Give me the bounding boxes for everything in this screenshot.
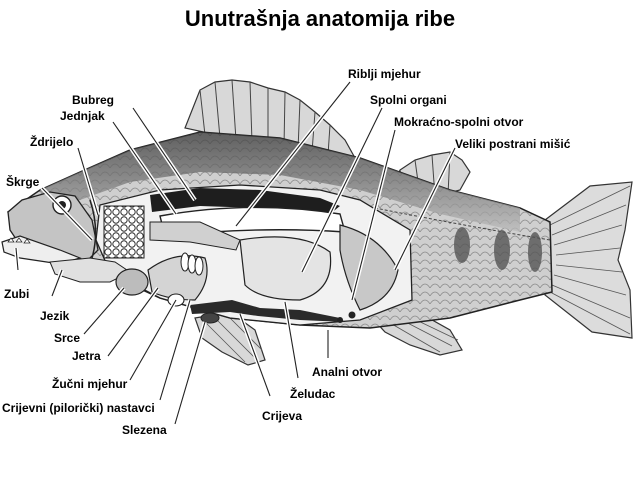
- label-srce: Srce: [54, 331, 80, 345]
- kidney: [150, 188, 340, 214]
- leader-lines: [14, 80, 457, 425]
- label-analni-otvor: Analni otvor: [312, 365, 382, 379]
- stomach: [239, 236, 332, 301]
- teeth: [7, 237, 31, 244]
- body-cavity: [49, 184, 413, 326]
- label-jezik: Jezik: [40, 309, 70, 323]
- label-slezena: Slezena: [122, 423, 167, 437]
- spleen: [200, 312, 220, 324]
- urogenital-pore: [348, 311, 356, 319]
- label-zdrijelo: Ždrijelo: [30, 134, 73, 149]
- label-zubi: Zubi: [4, 287, 29, 301]
- anal-opening: [337, 317, 343, 323]
- label-veliki-postrani-misic: Veliki postrani mišić: [455, 137, 571, 151]
- intestine: [190, 300, 345, 322]
- label-crijevni-nastavci: Crijevni (pilorički) nastavci: [2, 401, 155, 415]
- tail-fin: [544, 181, 633, 339]
- diagram-title: Unutrašnja anatomija ribe: [184, 6, 456, 31]
- esophagus: [149, 221, 241, 251]
- label-crijeva: Crijeva: [262, 409, 302, 423]
- gills: [103, 205, 145, 259]
- label-jetra: Jetra: [72, 349, 101, 363]
- label-jednjak: Jednjak: [60, 109, 105, 123]
- label-skrge: Škrge: [6, 174, 40, 189]
- pyloric-caeca: [180, 252, 204, 276]
- dorsal-fin: [184, 79, 471, 199]
- label-spolni-organi: Spolni organi: [370, 93, 447, 107]
- label-zeludac: Želudac: [290, 386, 336, 401]
- label-zucni-mjehur: Žučni mjehur: [52, 376, 128, 391]
- label-bubreg: Bubreg: [72, 93, 114, 107]
- label-riblji-mjehur: Riblji mjehur: [348, 67, 421, 81]
- fish-head: [1, 191, 99, 265]
- label-mokracno-spolni-otvor: Mokraćno-spolni otvor: [394, 115, 524, 129]
